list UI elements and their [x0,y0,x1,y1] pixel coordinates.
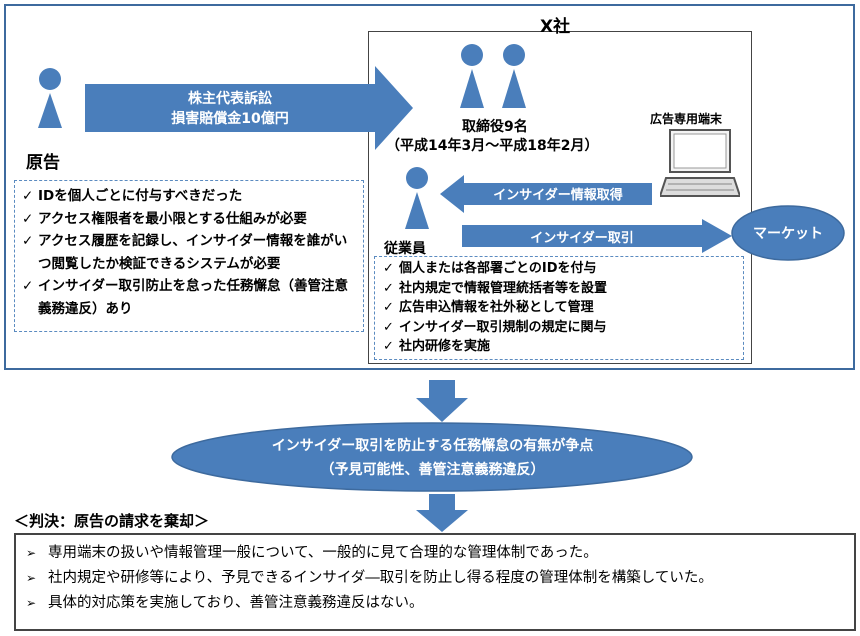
measure-item: ✓ 社内研修を実施 [383,337,739,357]
insider-trade-arrow-label: インサイダー取引 [530,231,634,246]
judgment-text: 専用端末の扱いや情報管理一般について、一般的に見て合理的な管理体制であった。 [48,545,598,561]
measure-text: 個人または各部署ごとのIDを付与 [399,261,597,276]
judgment-list: ➢専用端末の扱いや情報管理一般について、一般的に見て合理的な管理体制であった。 … [22,541,848,616]
check-icon: ✓ [383,261,394,276]
computer-terminal-icon [660,129,740,197]
director-person-icon [460,44,484,108]
check-icon: ✓ [22,278,34,294]
directors-label: 取締役9名 [462,119,528,135]
company-measures-list: ✓ 個人または各部署ごとのIDを付与 ✓ 社内規定で情報管理統括者等を設置 ✓ 広告申… [383,259,739,357]
company-label: X社 [540,17,571,37]
measure-item: ✓ 社内規定で情報管理統括者等を設置 [383,279,739,299]
issue-line1: インサイダー取引を防止する任務懈怠の有無が争点 [271,438,594,454]
judgment-title: ＜判決：原告の請求を棄却＞ [14,512,210,530]
measure-text: インサイダー取引規制の規定に関与 [399,319,607,335]
check-icon: ✓ [383,319,394,335]
market-label: マーケット [753,226,823,242]
claim-text: IDを個人ごとに付与すべきだった [38,188,243,204]
claim-item: ✓アクセス履歴を記録し、インサイダー情報を誰がいつ閲覧したか検証できるシステムが… [22,230,358,275]
check-icon: ✓ [22,210,34,227]
lawsuit-arrow-line1: 株主代表訴訟 [188,91,272,107]
arrow-bullet-icon: ➢ [26,596,37,610]
company-measures-box [374,256,744,360]
case-overview-frame [4,4,855,370]
insider-info-arrow-label: インサイダー情報取得 [493,188,623,203]
down-arrow-icon [416,494,468,532]
director-person-icon [502,44,526,108]
insider-info-arrow [440,175,652,213]
measure-item: ✓ 広告申込情報を社外秘として管理 [383,298,739,318]
measure-item: ✓ インサイダー取引規制の規定に関与 [383,318,739,338]
check-icon: ✓ [22,233,34,249]
market-ellipse [731,205,845,261]
lawsuit-arrow [85,66,413,150]
claim-text: アクセス権限者を最小限とする仕組みが必要 [38,210,307,227]
insider-trade-arrow [462,219,732,253]
issue-line2: （予見可能性、善管注意義務違反） [320,462,545,478]
claim-text: インサイダー取引防止を怠った任務懈怠（善管注意義務違反）あり [38,278,348,317]
judgment-item: ➢ 具体的対応策を実施しており、善管注意義務違反はない。 [22,591,848,616]
check-icon: ✓ [383,339,394,354]
employee-person-icon [405,167,429,229]
check-icon: ✓ [383,300,394,315]
measure-text: 社内規定で情報管理統括者等を設置 [399,280,608,296]
claim-item: ✓アクセス権限者を最小限とする仕組みが必要 [22,208,358,231]
judgment-item: ➢ 専用端末の扱いや情報管理一般について、一般的に見て合理的な管理体制であった。 [22,541,848,566]
plaintiff-claims-box [14,180,364,332]
check-icon: ✓ [22,188,34,204]
check-icon: ✓ [383,280,394,296]
company-box [368,31,752,364]
measure-item: ✓ 個人または各部署ごとのIDを付与 [383,259,739,279]
claim-item: ✓IDを個人ごとに付与すべきだった [22,185,358,208]
plaintiff-label: 原告 [26,153,60,173]
claim-text: アクセス履歴を記録し、インサイダー情報を誰がいつ閲覧したか検証できるシステムが必… [38,233,348,272]
terminal-label: 広告専用端末 [650,112,723,126]
issue-ellipse [171,422,693,492]
judgment-text: 社内規定や研修等により、予見できるインサイダ―取引を防止し得る程度の管理体制を構… [48,570,713,586]
judgment-text: 具体的対応策を実施しており、善管注意義務違反はない。 [48,595,424,611]
judgment-item: ➢ 社内規定や研修等により、予見できるインサイダ―取引を防止し得る程度の管理体制を… [22,566,848,591]
plaintiff-person-icon [38,68,62,128]
directors-period: （平成14年3月～平成18年2月） [386,138,599,154]
down-arrow-icon [416,380,468,422]
measure-text: 広告申込情報を社外秘として管理 [399,300,594,315]
arrow-bullet-icon: ➢ [26,571,37,585]
claim-item: ✓インサイダー取引防止を怠った任務懈怠（善管注意義務違反）あり [22,275,358,320]
arrow-bullet-icon: ➢ [26,546,37,560]
judgment-box [14,533,856,631]
lawsuit-arrow-line2: 損害賠償金10億円 [171,111,289,127]
employee-label: 従業員 [384,241,426,257]
measure-text: 社内研修を実施 [399,339,491,354]
plaintiff-claims-list: ✓IDを個人ごとに付与すべきだった ✓アクセス権限者を最小限とする仕組みが必要 … [22,185,358,320]
